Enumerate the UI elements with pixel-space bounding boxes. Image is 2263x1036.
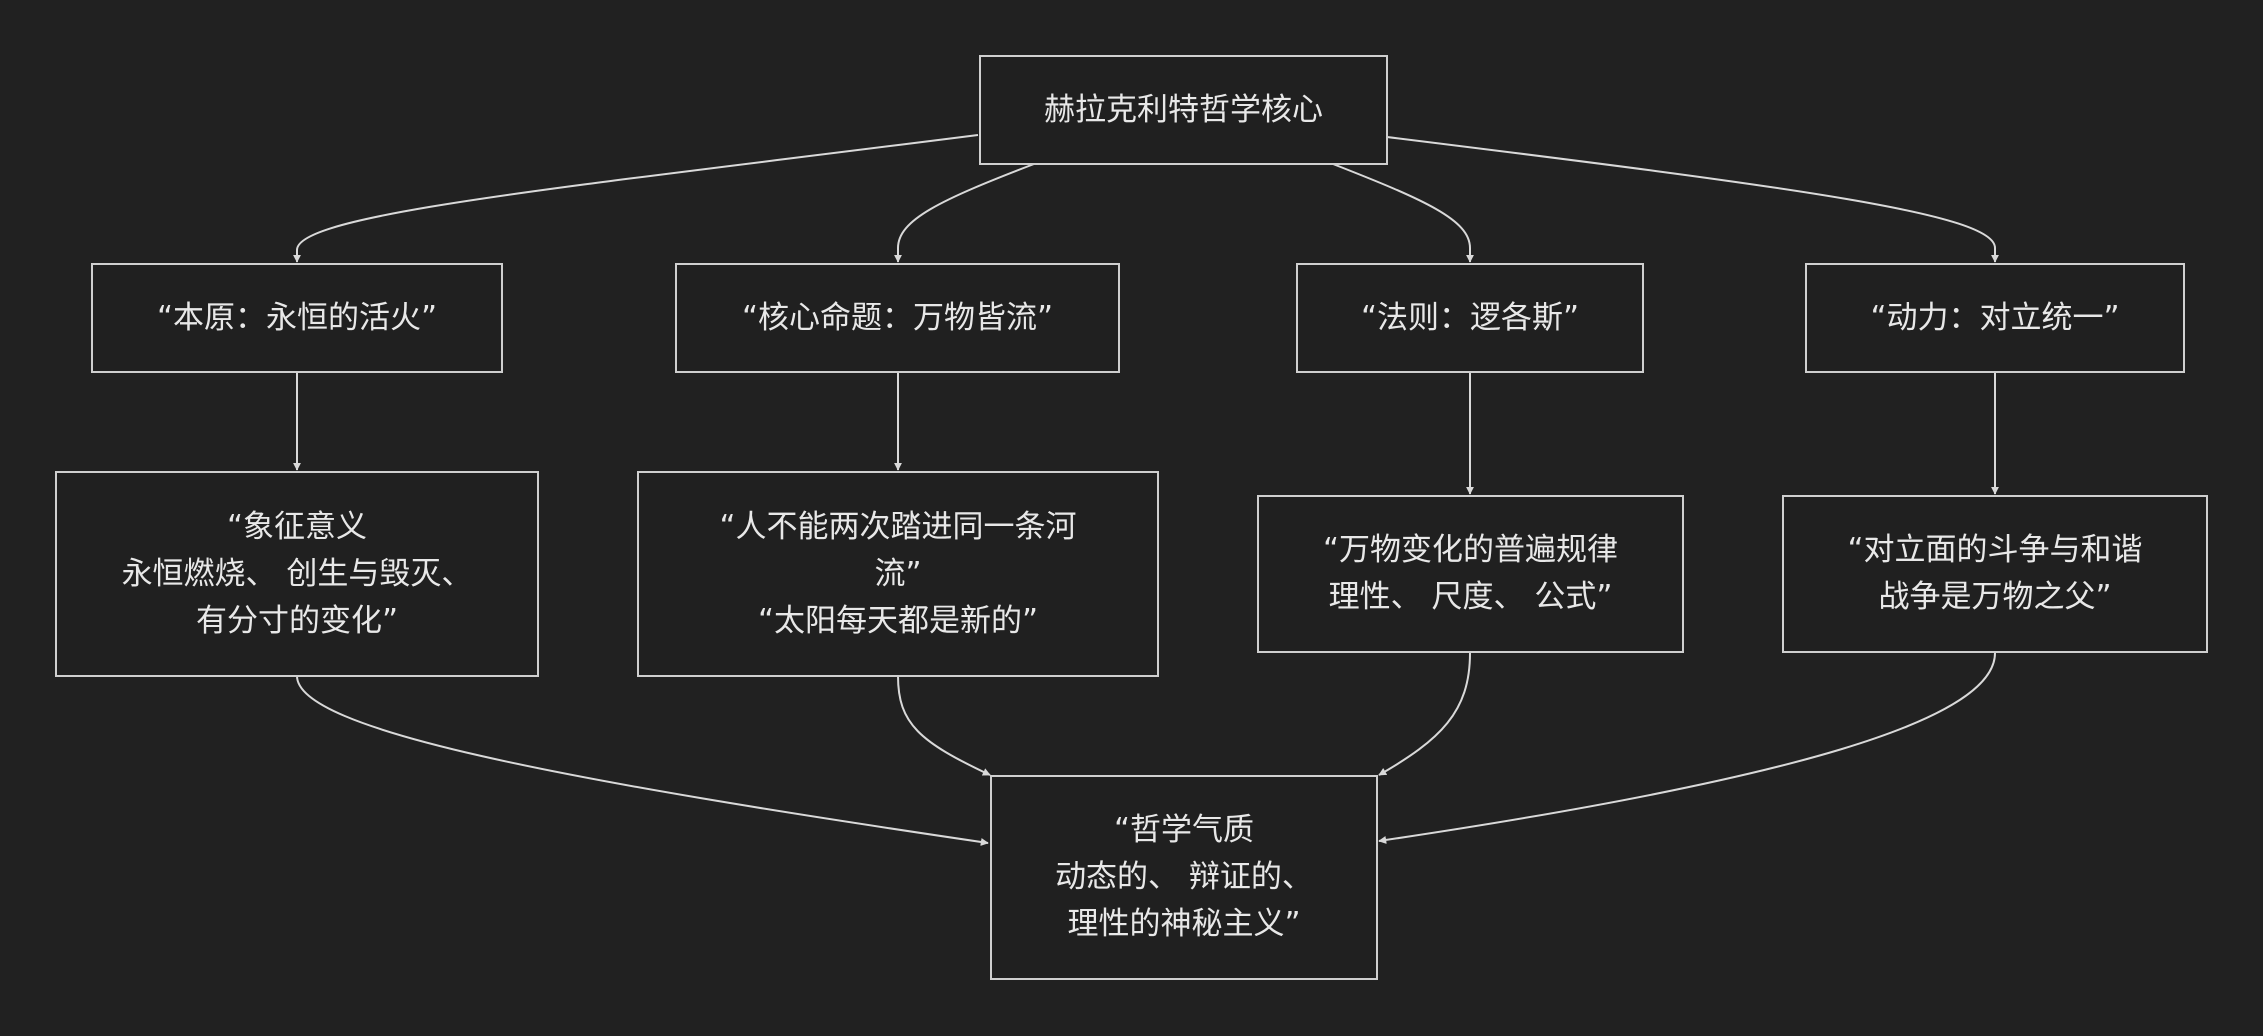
- conclusion-node: “哲学气质 动态的、 辩证的、 理性的神秘主义”: [990, 775, 1378, 980]
- flux-title-label: “核心命题：万物皆流”: [741, 299, 1054, 336]
- conclusion-line-2: 动态的、 辩证的、: [1055, 859, 1313, 895]
- conclusion-line-1: “哲学气质: [1113, 812, 1255, 848]
- fire-title-node: “本原：永恒的活火”: [91, 263, 503, 373]
- opposites-title-label: “动力：对立统一”: [1870, 299, 2120, 336]
- fire-detail-line-2: 永恒燃烧、 创生与毁灭、: [121, 555, 473, 592]
- fire-detail-node: “象征意义 永恒燃烧、 创生与毁灭、 有分寸的变化”: [55, 471, 539, 677]
- logos-detail-line-1: “万物变化的普遍规律: [1322, 532, 1619, 568]
- edge-root-to-flux: [894, 163, 1035, 263]
- edge-flux-to-conclusion: [897, 675, 991, 776]
- edge-opposites-to-conclusion: [1378, 652, 1996, 844]
- root-label: 赫拉克利特哲学核心: [1044, 91, 1323, 128]
- flux-detail-node: “人不能两次踏进同一条河 流” “太阳每天都是新的”: [637, 471, 1159, 677]
- opposites-detail-line-1: “对立面的斗争与和谐: [1847, 532, 2143, 568]
- edge-root-to-logos: [1332, 163, 1474, 263]
- fire-detail-line-1: “象征意义: [226, 508, 368, 545]
- opposites-detail-node: “对立面的斗争与和谐 战争是万物之父”: [1782, 495, 2208, 653]
- logos-title-label: “法则：逻各斯”: [1360, 299, 1580, 336]
- opposites-title-node: “动力：对立统一”: [1805, 263, 2185, 373]
- flux-detail-line-1: “人不能两次踏进同一条河: [719, 508, 1077, 545]
- edge-root-to-opposites: [1386, 136, 1999, 263]
- edge-fire-to-conclusion: [296, 675, 989, 846]
- flux-detail-line-2: 流”: [874, 555, 922, 592]
- logos-detail-line-2: 理性、 尺度、 公式”: [1328, 579, 1613, 615]
- root-node: 赫拉克利特哲学核心: [979, 55, 1388, 165]
- fire-detail-line-3: 有分寸的变化”: [195, 602, 399, 639]
- edge-logos-to-conclusion: [1378, 652, 1471, 776]
- edge-root-to-fire: [293, 134, 979, 263]
- conclusion-line-3: 理性的神秘主义”: [1067, 906, 1301, 942]
- fire-title-label: “本原：永恒的活火”: [156, 299, 438, 336]
- opposites-detail-line-2: 战争是万物之父”: [1878, 579, 2112, 615]
- logos-detail-node: “万物变化的普遍规律 理性、 尺度、 公式”: [1257, 495, 1684, 653]
- logos-title-node: “法则：逻各斯”: [1296, 263, 1644, 373]
- flux-title-node: “核心命题：万物皆流”: [675, 263, 1120, 373]
- flux-detail-line-3: “太阳每天都是新的”: [757, 602, 1039, 639]
